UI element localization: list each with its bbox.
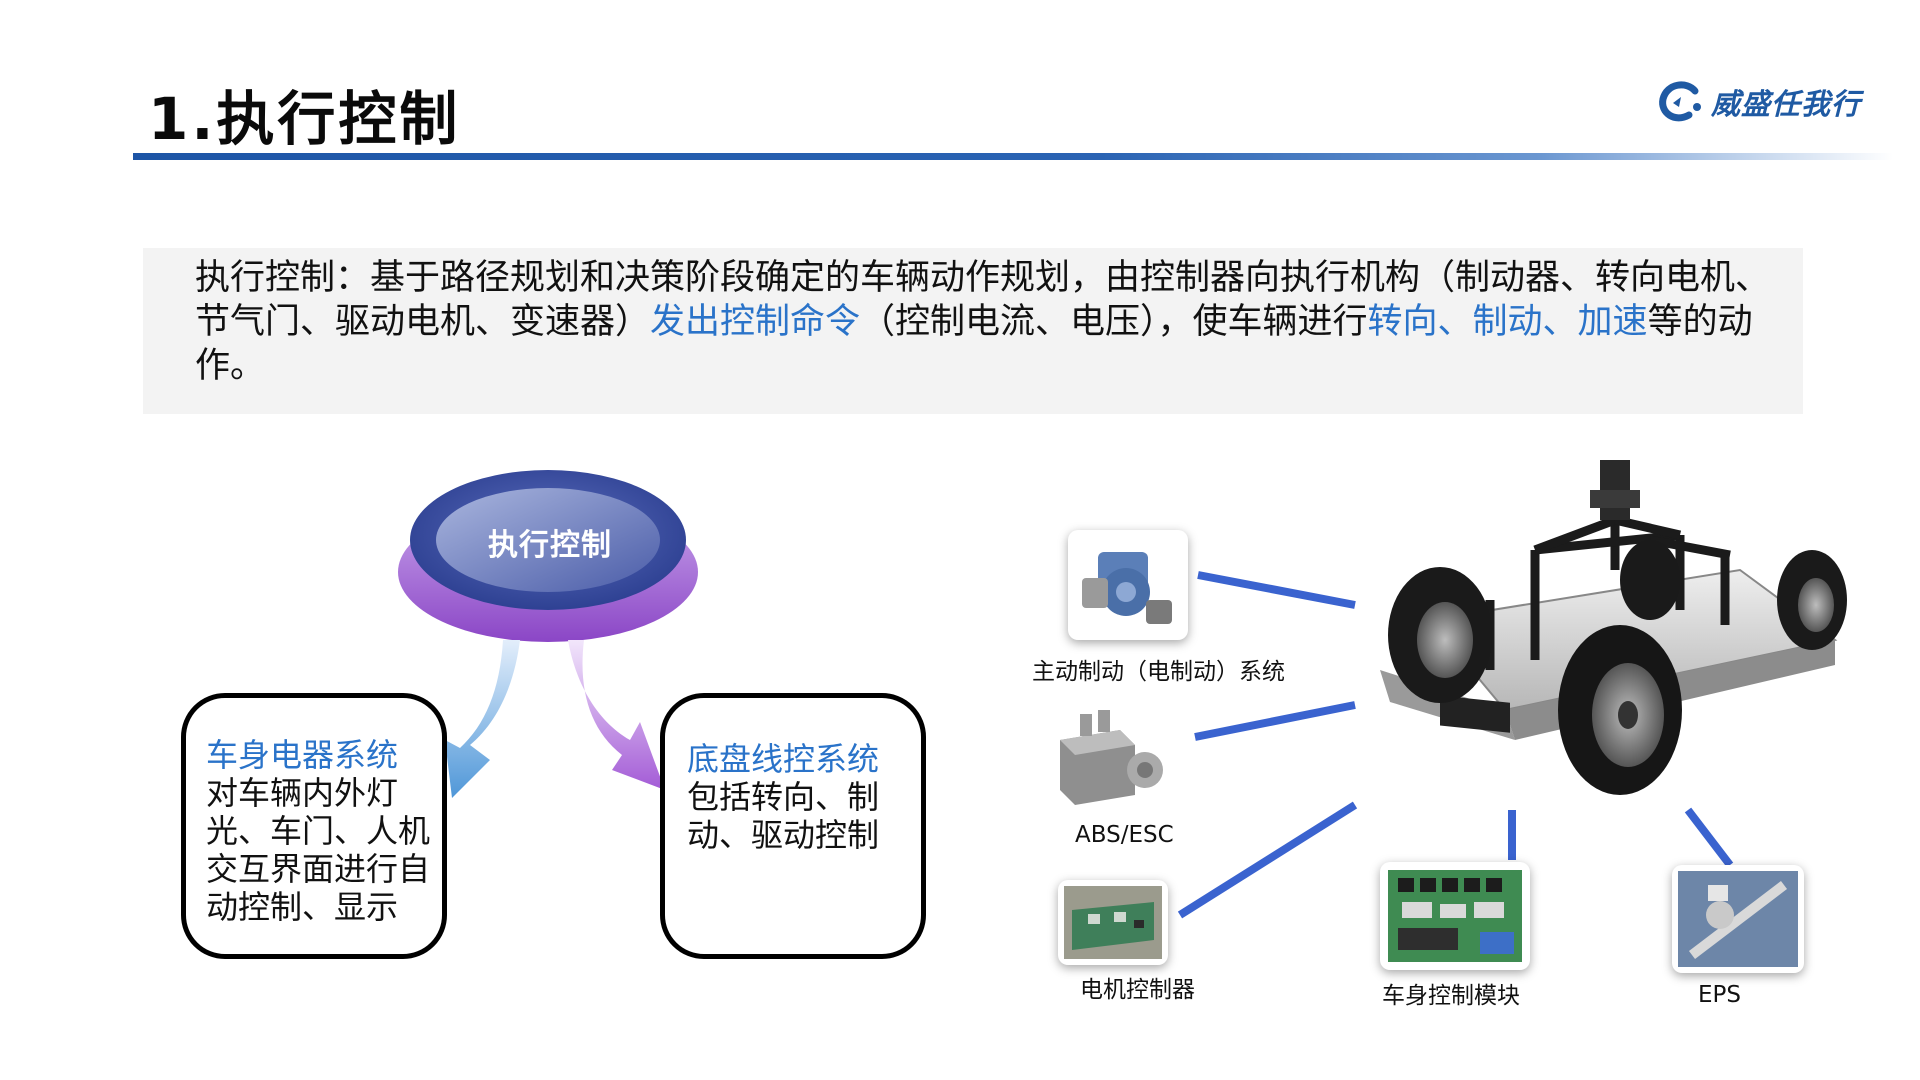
body-control-module-caption: 车身控制模块 (1382, 983, 1520, 1009)
intro-panel: 执行控制：基于路径规划和决策阶段确定的车辆动作规划，由控制器向执行机构（制动器、… (143, 248, 1803, 414)
connector-brake (1197, 571, 1356, 609)
logo-text: 威盛任我行 (1711, 87, 1862, 121)
body-electrical-box: 车身电器系统 对车辆内外灯光、车门、人机交互界面进行自动控制、显示 (181, 693, 447, 959)
title-underline (133, 153, 1893, 160)
page-title: 1.执行控制 (148, 85, 461, 153)
brake-system-thumb (1068, 530, 1188, 640)
body-control-module-thumb (1380, 862, 1530, 970)
body-electrical-desc: 对车辆内外灯光、车门、人机交互界面进行自动控制、显示 (206, 774, 431, 926)
eps-column-icon (1678, 871, 1798, 967)
chassis-title: 底盘线控系统 (687, 740, 880, 778)
abs-esc-caption: ABS/ESC (1075, 822, 1174, 848)
vehicle-chassis-image (1380, 460, 1847, 795)
arrow-to-chassis (568, 640, 665, 790)
chassis-desc: 包括转向、制动、驱动控制 (687, 778, 880, 854)
intro-highlight-command: 发出控制命令 (650, 302, 861, 342)
body-control-board-icon (1388, 870, 1522, 962)
brake-unit-icon (1082, 552, 1172, 624)
center-node-disk (436, 488, 660, 592)
intro-text: 执行控制：基于路径规划和决策阶段确定的车辆动作规划，由控制器向执行机构（制动器、… (195, 256, 1775, 388)
motor-controller-thumb (1058, 880, 1168, 965)
arrow-to-body-electrical (445, 640, 520, 798)
motor-controller-caption: 电机控制器 (1080, 977, 1195, 1003)
intro-highlight-actions: 转向、制动、加速 (1367, 302, 1648, 342)
center-node-label: 执行控制 (488, 528, 612, 563)
brake-system-caption: 主动制动（电制动）系统 (1032, 659, 1285, 685)
motor-controller-icon (1064, 886, 1162, 959)
abs-module-icon (1060, 710, 1163, 805)
eps-caption: EPS (1698, 982, 1742, 1008)
connector-motor (1177, 801, 1358, 919)
body-electrical-title: 车身电器系统 (206, 736, 399, 774)
intro-part-3: 等的动作。 (195, 302, 1753, 386)
abs-esc-thumb (1040, 700, 1175, 815)
chassis-wire-control-box: 底盘线控系统 包括转向、制动、驱动控制 (660, 693, 926, 959)
execution-diagram (398, 470, 698, 798)
vehicle-components-diagram (1177, 460, 1847, 919)
intro-part-1: 执行控制：基于路径规划和决策阶段确定的车辆动作规划，由控制器向执行机构（制动器、… (195, 258, 1771, 342)
connector-eps (1684, 807, 1734, 868)
brand-logo: 威盛任我行 (1655, 74, 1895, 130)
eps-thumb (1672, 865, 1804, 973)
intro-part-2: （控制电流、电压），使车辆进行 (860, 302, 1368, 342)
logo-icon (1659, 81, 1701, 122)
connector-abs (1194, 701, 1356, 741)
